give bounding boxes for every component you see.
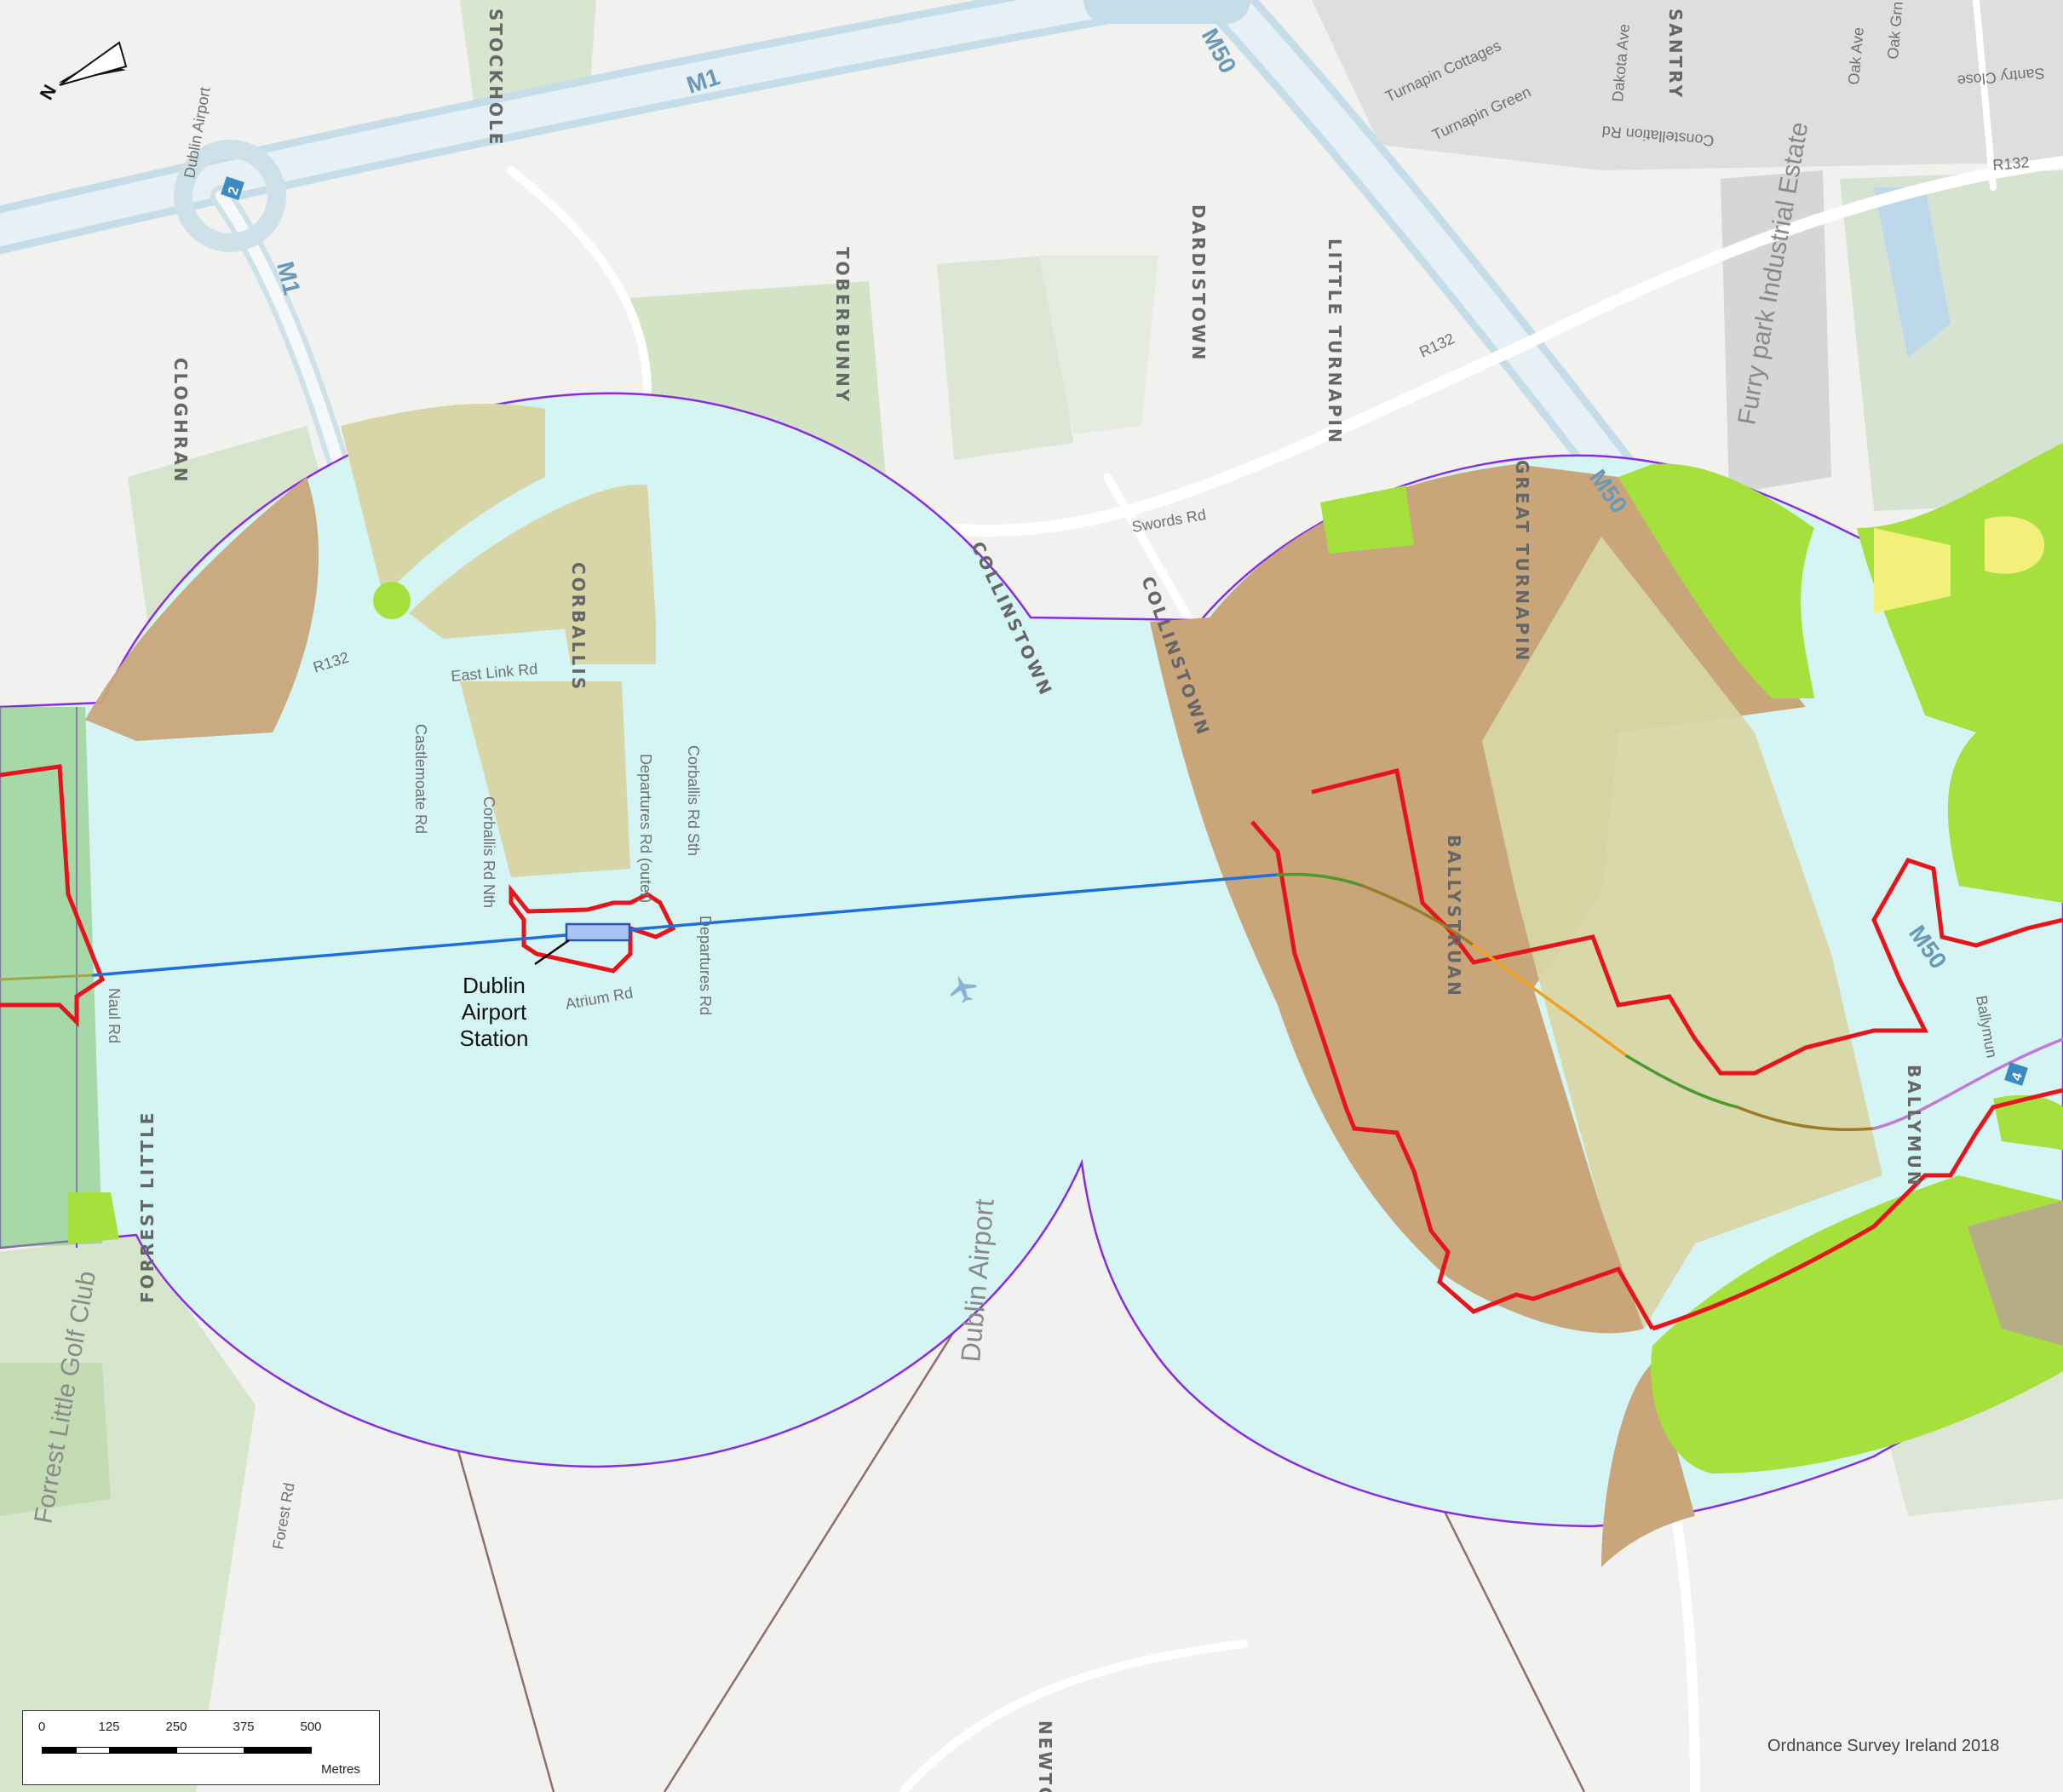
road-naul-rd-label: Naul Rd <box>106 988 123 1043</box>
scale-tick-500: 500 <box>300 1720 322 1734</box>
road-r132-label-3: R132 <box>1992 153 2031 174</box>
road-corballis-rd-sth-label: Corballis Rd Sth <box>685 745 702 856</box>
airport-icon <box>950 974 977 1004</box>
scale-bar: 0 125 250 375 500 Metres <box>22 1710 380 1785</box>
townland-forrest-little: FORREST LITTLE <box>137 1111 158 1303</box>
scale-tick-250: 250 <box>165 1720 187 1734</box>
station-platform[interactable] <box>565 922 631 942</box>
scale-unit-label: Metres <box>321 1762 360 1777</box>
townland-ballymun: BALLYMUN <box>1904 1065 1924 1187</box>
junction-markers: 2 4 <box>221 176 2028 1086</box>
scale-segment <box>176 1747 244 1754</box>
scale-tick-0: 0 <box>37 1720 46 1734</box>
scale-segment <box>76 1747 110 1754</box>
station-label-line-3: Station <box>460 1025 529 1051</box>
road-castlemoate-rd-label: Castlemoate Rd <box>412 724 429 834</box>
townland-little-turnapin: LITTLE TURNAPIN <box>1325 238 1345 445</box>
townland-santry: SANTRY <box>1665 9 1686 100</box>
townland-ballystruan: BALLYSTRUAN <box>1444 835 1464 998</box>
townland-stockhole: STOCKHOLE <box>486 9 506 146</box>
landuse-zones <box>0 404 2063 1567</box>
dublin-airport-station[interactable]: Dublin Airport Station <box>460 922 631 1051</box>
road-departures-rd-outer-label: Departures Rd (outer) <box>637 754 654 903</box>
townland-newtown: NEWTOWN <box>1035 1720 1055 1792</box>
townland-cloghran: CLOGHRAN <box>170 358 191 484</box>
north-arrow-icon: N <box>36 41 128 103</box>
scale-segment <box>42 1747 77 1754</box>
scale-segment <box>244 1747 312 1754</box>
route-alignment <box>0 872 2063 1132</box>
townland-dardistown: DARDISTOWN <box>1188 204 1209 362</box>
scale-tick-375: 375 <box>233 1720 255 1734</box>
station-leader-line <box>534 939 570 966</box>
scale-tick-125: 125 <box>98 1720 120 1734</box>
townland-toberbunny: TOBERBUNNY <box>832 247 853 404</box>
townland-great-turnapin: GREAT TURNAPIN <box>1512 460 1532 663</box>
road-departures-rd-label: Departures Rd <box>697 916 714 1015</box>
townland-corballis: CORBALLIS <box>568 562 589 692</box>
road-corballis-rd-nth-label: Corballis Rd Nth <box>480 796 497 908</box>
station-label-line-1: Dublin <box>463 973 526 998</box>
scale-segment <box>109 1747 177 1754</box>
site-boundaries <box>0 764 2063 1331</box>
map-credit: Ordnance Survey Ireland 2018 <box>1767 1737 2000 1755</box>
station-label-line-2: Airport <box>462 999 527 1025</box>
